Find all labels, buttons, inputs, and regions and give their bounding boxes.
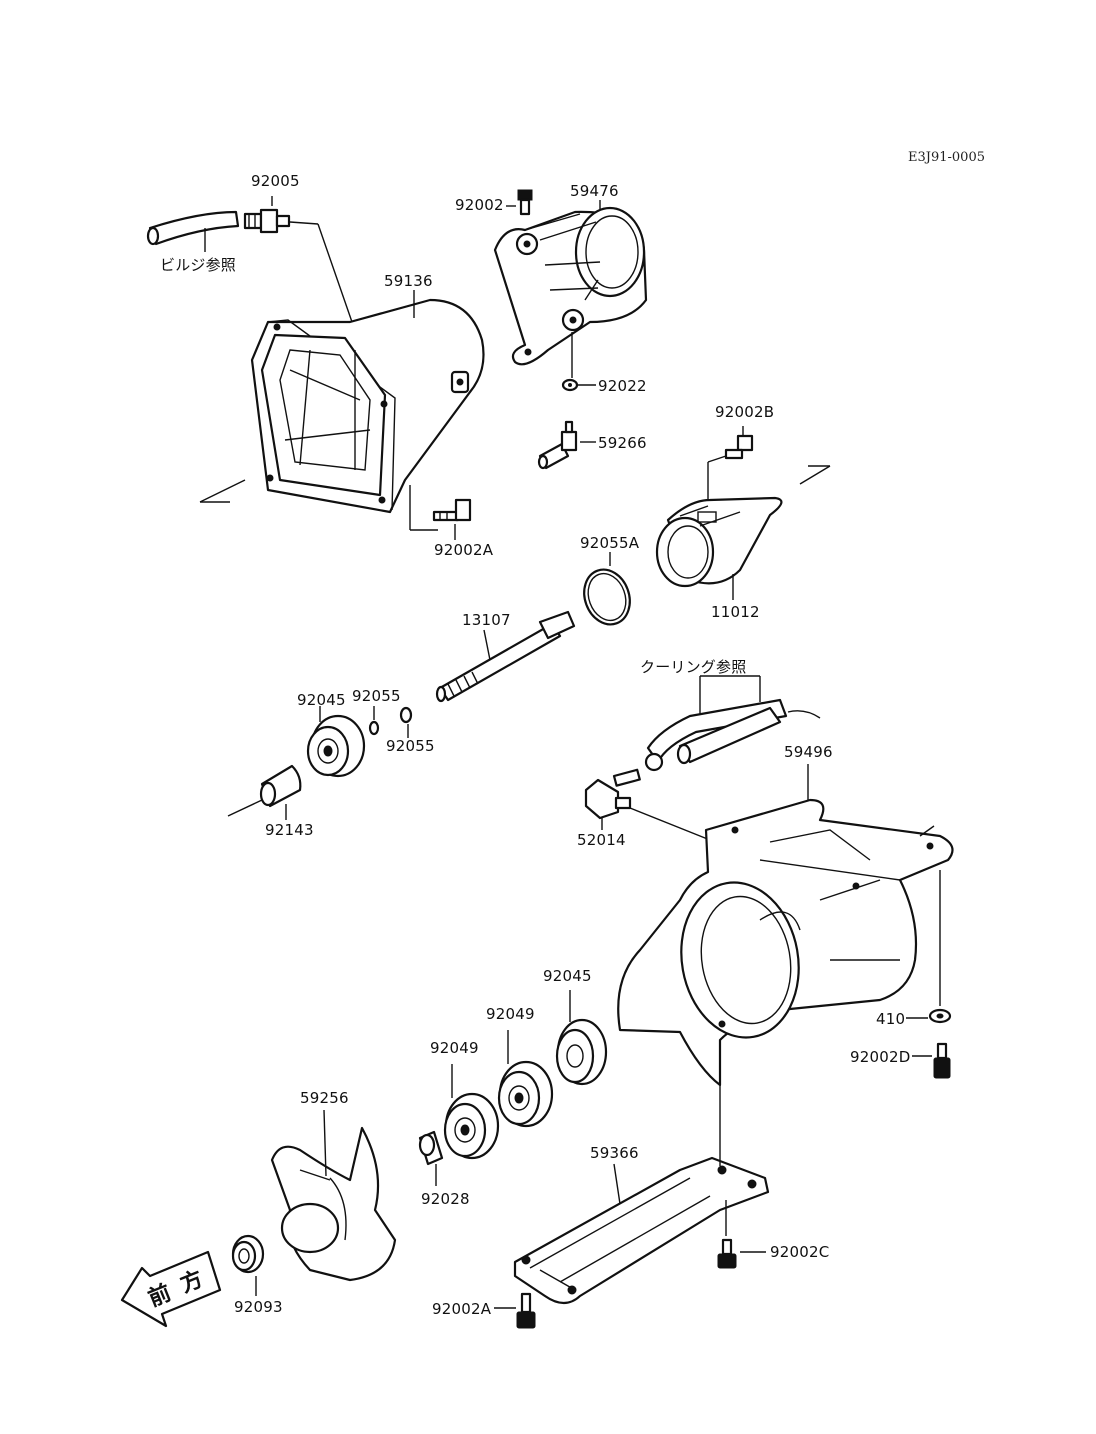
label-92002: 92002 (455, 196, 504, 214)
bearing-92045-top (306, 714, 366, 778)
label-92002D: 92002D (850, 1048, 911, 1066)
label-52014: 52014 (577, 831, 626, 849)
leader-59256 (323, 1109, 327, 1177)
pump-housing-59496 (617, 798, 954, 1087)
label-92055A: 92055A (580, 534, 640, 552)
label-59366: 59366 (590, 1144, 639, 1162)
label-92093: 92093 (234, 1298, 283, 1316)
label-92005: 92005 (251, 172, 300, 190)
bolt-92002A-top (432, 498, 472, 522)
bolt-92002C (717, 1238, 737, 1269)
cooling-hose (644, 698, 821, 772)
diagram-code: E3J91-0005 (908, 150, 985, 165)
label-59266: 59266 (598, 434, 647, 452)
label-59496: 59496 (784, 743, 833, 761)
label-92055-a: 92055 (352, 687, 401, 705)
leader-92005-b (289, 221, 319, 225)
axis-mark-left (199, 479, 246, 503)
nozzle-59476 (493, 206, 648, 366)
leader-92002B-b (707, 455, 727, 463)
sleeve-92143 (259, 764, 302, 808)
label-92002A-top: 92002A (434, 541, 494, 559)
washer-92022-hole (568, 383, 572, 387)
label-13107: 13107 (462, 611, 511, 629)
bolt-92002B (724, 434, 754, 460)
shaft-13107 (435, 610, 576, 703)
label-92002A-bottom: 92002A (432, 1300, 492, 1318)
label-92045-top: 92045 (297, 691, 346, 709)
label-92002C: 92002C (770, 1243, 830, 1261)
label-59136: 59136 (384, 272, 433, 290)
bracket-59366 (513, 1156, 770, 1305)
sleeve-92028 (418, 1130, 444, 1166)
fitting-92005 (243, 208, 291, 234)
label-92055-b: 92055 (386, 737, 435, 755)
bolt-92002A-bottom (516, 1292, 536, 1329)
label-59256: 59256 (300, 1089, 349, 1107)
pump-case-59136 (250, 298, 485, 514)
label-92022: 92022 (598, 377, 647, 395)
bearing-92045-low (555, 1018, 608, 1086)
elbow-52014 (584, 768, 641, 820)
bearing-92049-a (443, 1092, 500, 1160)
leader-59366 (613, 1163, 621, 1205)
impeller-59256 (270, 1126, 397, 1282)
seal-92093 (231, 1234, 265, 1274)
label-92045-low: 92045 (543, 967, 592, 985)
label-410: 410 (876, 1010, 906, 1028)
axis-mark-right (799, 465, 831, 485)
bolt-92002D (933, 1042, 951, 1079)
washer-410-hole (936, 1013, 944, 1019)
label-92143: 92143 (265, 821, 314, 839)
cone-11012 (655, 496, 783, 588)
label-59476: 59476 (570, 182, 619, 200)
leader-13107 (483, 629, 491, 661)
label-92049-a: 92049 (430, 1039, 479, 1057)
leader-92005-c (317, 223, 353, 323)
washer-92055-b (399, 706, 413, 724)
label-11012: 11012 (711, 603, 760, 621)
axis-mark-housing (919, 825, 935, 837)
bilge-hose (146, 210, 240, 252)
label-92028: 92028 (421, 1190, 470, 1208)
bolt-92002 (517, 189, 533, 216)
axis-mark-sleeve (227, 799, 263, 817)
label-92049-b: 92049 (486, 1005, 535, 1023)
oring-92055A-inner (587, 572, 627, 622)
washer-92055-a (368, 720, 380, 736)
bearing-92049-b (497, 1060, 554, 1128)
forward-arrow (120, 1250, 222, 1328)
label-bilge-reference: ビルジ参照 (160, 256, 237, 274)
label-92002B: 92002B (715, 403, 775, 421)
oring-92055A (583, 568, 631, 626)
label-cooling-reference: クーリング参照 (640, 658, 747, 676)
fitting-59266 (537, 420, 578, 470)
